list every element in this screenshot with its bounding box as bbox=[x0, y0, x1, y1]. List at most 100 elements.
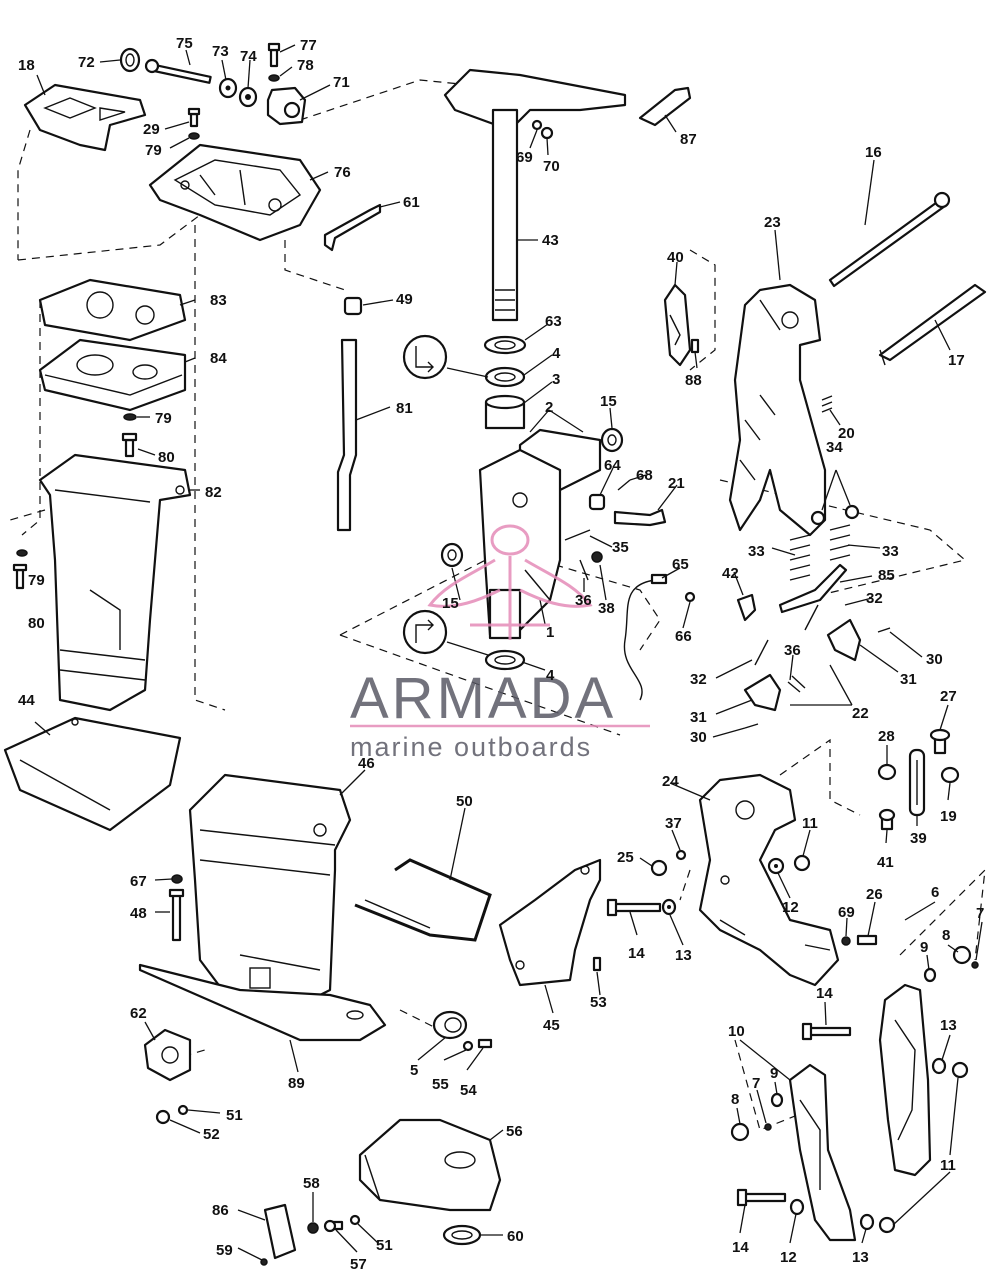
part-38-nut bbox=[591, 551, 603, 563]
part-7-nut-2 bbox=[764, 1123, 772, 1131]
part-46-driveshaft-housing bbox=[188, 773, 352, 1007]
label-70: 70 bbox=[543, 158, 560, 175]
part-31-lever bbox=[743, 673, 782, 712]
part-62-mount bbox=[143, 1028, 192, 1082]
part-45-cover bbox=[498, 858, 602, 987]
part-79-washer-3 bbox=[16, 549, 28, 557]
part-8-screw bbox=[952, 945, 972, 965]
label-15: 15 bbox=[600, 393, 617, 410]
label-17: 17 bbox=[948, 352, 965, 369]
label-52: 52 bbox=[203, 1126, 220, 1143]
part-41-stud bbox=[878, 808, 896, 831]
part-34-cap-2 bbox=[844, 504, 860, 520]
part-59-screw bbox=[260, 1258, 268, 1266]
part-57-screw bbox=[323, 1219, 344, 1233]
label-23: 23 bbox=[764, 214, 781, 231]
label-35: 35 bbox=[612, 539, 629, 556]
watermark-tagline: marine outboards bbox=[350, 732, 592, 762]
label-7: 7 bbox=[976, 905, 984, 922]
part-13-washer-3 bbox=[859, 1213, 875, 1231]
label-24: 24 bbox=[662, 773, 679, 790]
label-67: 67 bbox=[130, 873, 147, 890]
part-64-bushing bbox=[588, 493, 606, 511]
part-29-screw bbox=[187, 107, 201, 128]
label-69-right: 69 bbox=[838, 904, 855, 921]
label-28: 28 bbox=[878, 728, 895, 745]
part-40-latch bbox=[663, 283, 692, 367]
part-76-upper-housing bbox=[148, 143, 322, 242]
label-44: 44 bbox=[18, 692, 35, 709]
part-83-gasket bbox=[38, 278, 187, 342]
rotation-symbol-icon-2 bbox=[402, 609, 448, 655]
label-9: 9 bbox=[920, 939, 928, 956]
label-36-right: 36 bbox=[784, 642, 801, 659]
part-5-mount bbox=[432, 1010, 468, 1040]
label-56: 56 bbox=[506, 1123, 523, 1140]
label-80-left: 80 bbox=[28, 615, 45, 632]
part-54-screw bbox=[477, 1038, 493, 1049]
label-50: 50 bbox=[456, 793, 473, 810]
label-14-mid: 14 bbox=[816, 985, 833, 1002]
label-82: 82 bbox=[205, 484, 222, 501]
part-69-washer-2 bbox=[841, 936, 851, 946]
label-25: 25 bbox=[617, 849, 634, 866]
part-88-screw bbox=[690, 338, 700, 354]
label-43: 43 bbox=[542, 232, 559, 249]
part-8-screw-2 bbox=[730, 1122, 750, 1142]
part-28-washer bbox=[877, 763, 897, 781]
part-33-spring bbox=[789, 534, 811, 581]
label-51-lower: 51 bbox=[376, 1237, 393, 1254]
part-11-nut-2 bbox=[951, 1061, 969, 1079]
label-33: 33 bbox=[748, 543, 765, 560]
part-9-washer-2 bbox=[770, 1092, 784, 1108]
part-15-washer-2 bbox=[440, 542, 464, 568]
part-31-lever-2 bbox=[826, 618, 862, 662]
label-81: 81 bbox=[396, 400, 413, 417]
part-71-mount bbox=[266, 86, 307, 126]
part-35-pin bbox=[564, 529, 591, 541]
label-12: 12 bbox=[782, 899, 799, 916]
label-79-left: 79 bbox=[28, 572, 45, 589]
label-68: 68 bbox=[636, 467, 653, 484]
label-4: 4 bbox=[552, 345, 561, 362]
part-79-washer-2 bbox=[123, 413, 137, 421]
part-33-spring-2 bbox=[829, 524, 851, 561]
label-6: 6 bbox=[931, 884, 939, 901]
part-39-link bbox=[908, 748, 926, 817]
label-13: 13 bbox=[675, 947, 692, 964]
label-32: 32 bbox=[866, 590, 883, 607]
part-61-rod bbox=[323, 203, 382, 252]
part-44-cover bbox=[3, 716, 182, 832]
part-11-nut-3 bbox=[878, 1216, 896, 1234]
part-4-bushing bbox=[484, 366, 526, 388]
label-54: 54 bbox=[460, 1082, 477, 1099]
label-51: 51 bbox=[226, 1107, 243, 1124]
label-15-left: 15 bbox=[442, 595, 459, 612]
label-12-lower: 12 bbox=[780, 1249, 797, 1266]
label-18: 18 bbox=[18, 57, 35, 74]
label-13-lower: 13 bbox=[852, 1249, 869, 1266]
part-89-plate bbox=[138, 963, 387, 1042]
label-89: 89 bbox=[288, 1075, 305, 1092]
part-50-seal bbox=[354, 858, 492, 942]
part-70-nut bbox=[540, 126, 554, 140]
label-49: 49 bbox=[396, 291, 413, 308]
label-39: 39 bbox=[910, 830, 927, 847]
label-26: 26 bbox=[866, 886, 883, 903]
part-14-bolt-2 bbox=[801, 1022, 852, 1041]
label-59: 59 bbox=[216, 1242, 233, 1259]
part-32-pin bbox=[754, 639, 769, 666]
label-30: 30 bbox=[926, 651, 943, 668]
part-14-bolt bbox=[606, 898, 662, 917]
part-80-bolt-2 bbox=[12, 563, 28, 590]
part-73-washer bbox=[218, 77, 238, 99]
label-76: 76 bbox=[334, 164, 351, 181]
part-number-labels: 1 2 3 4 4 5 6 7 7 8 8 9 9 10 11 11 12 12… bbox=[18, 35, 984, 1273]
part-26-screw bbox=[856, 934, 878, 946]
part-68-pin bbox=[617, 479, 631, 491]
label-27: 27 bbox=[940, 688, 957, 705]
part-63-washer bbox=[483, 335, 527, 355]
leader-lines bbox=[34, 44, 983, 1261]
label-33-right: 33 bbox=[882, 543, 899, 560]
